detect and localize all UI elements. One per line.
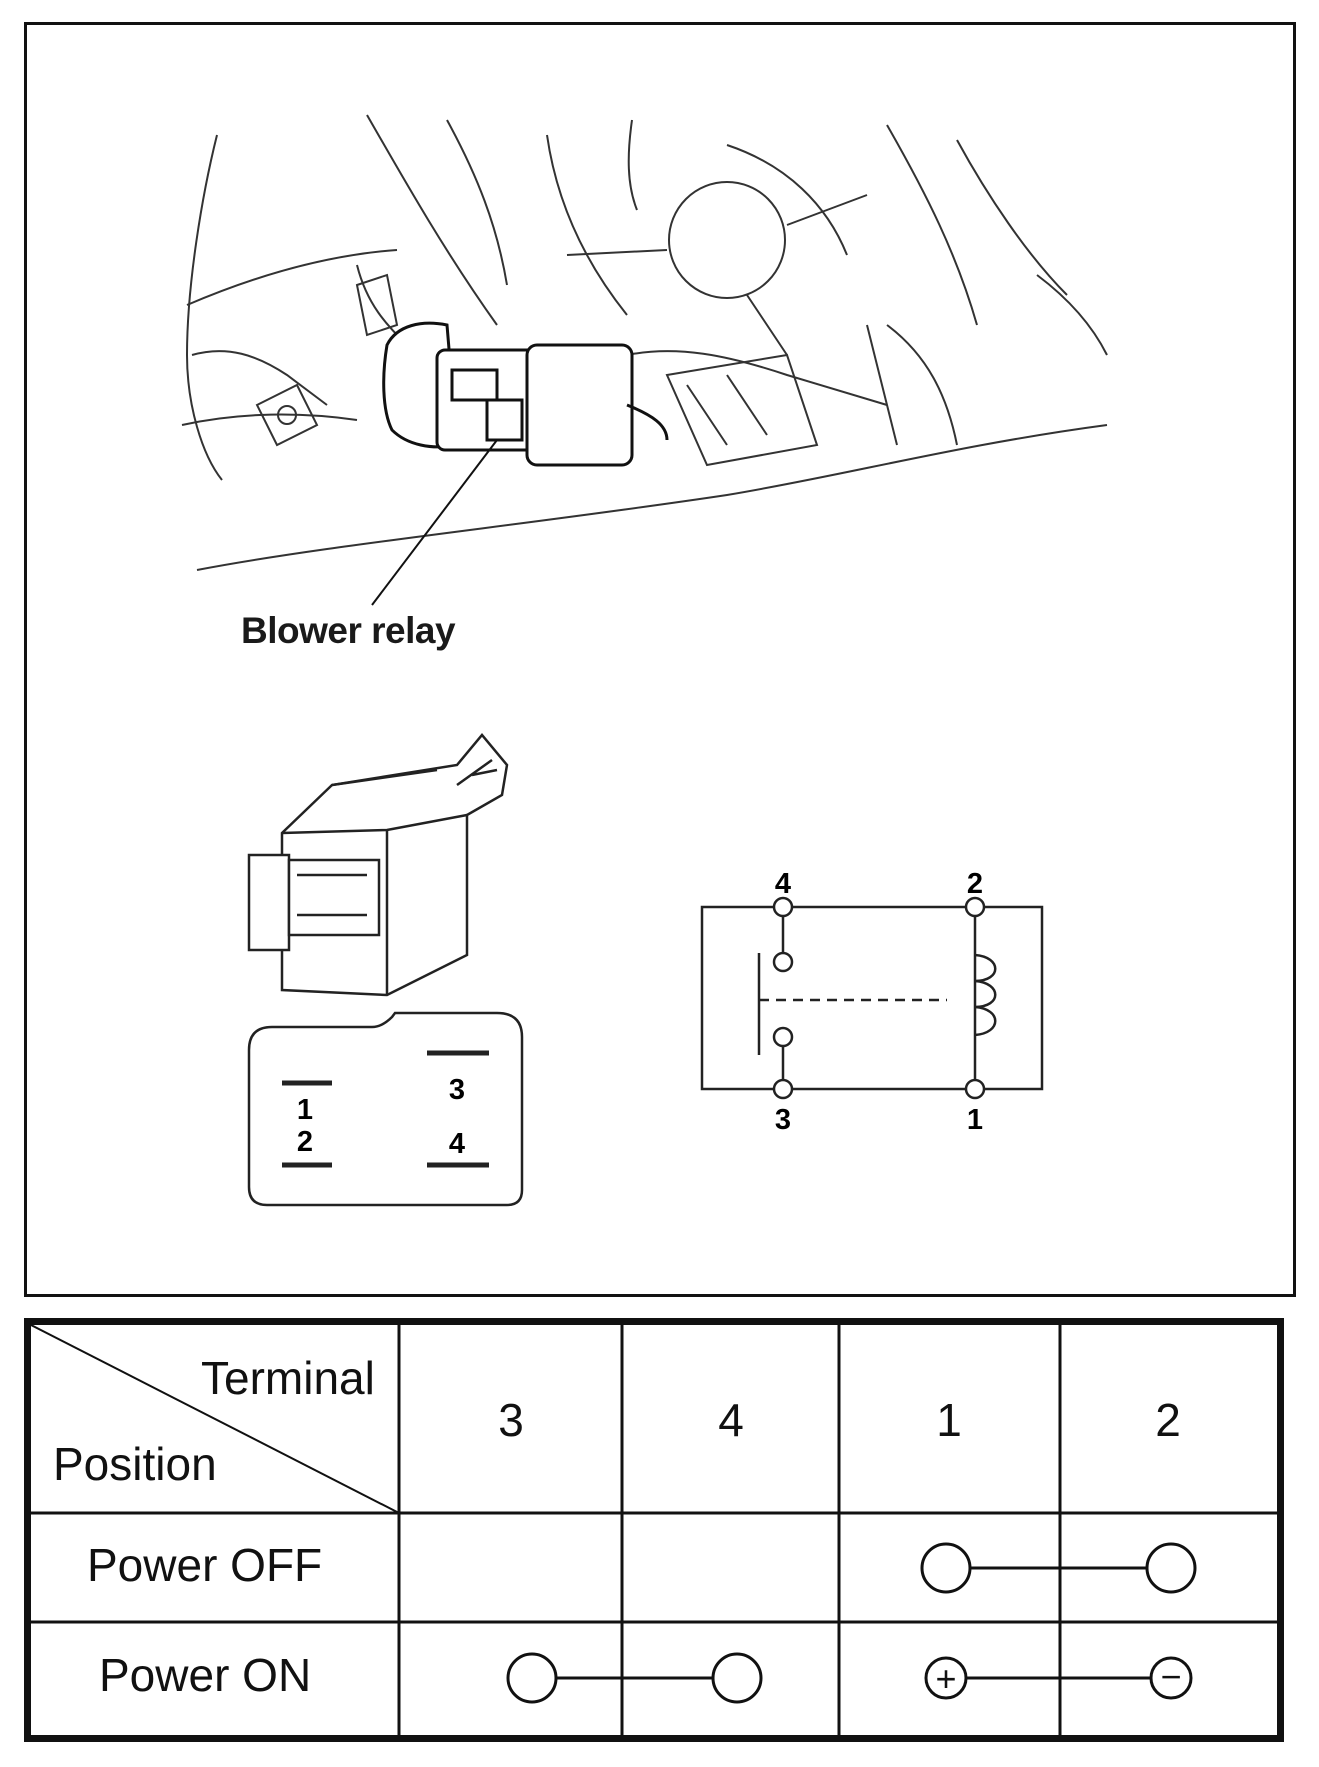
terminal-face: [247, 1011, 524, 1207]
schematic-terminal-3: 3: [775, 1104, 791, 1136]
face-terminal-2: 2: [297, 1126, 313, 1158]
minus-mark: −: [1160, 1656, 1181, 1697]
corner-header-position: Position: [53, 1438, 217, 1490]
corner-header-terminal: Terminal: [201, 1352, 375, 1404]
relay-connector-view: [247, 733, 509, 997]
relay-in-vehicle: [382, 321, 669, 467]
relay-schematic: [700, 896, 1044, 1100]
callout-leader-line: [371, 439, 498, 606]
column-header-3: 3: [498, 1394, 524, 1446]
column-header-2: 2: [1155, 1394, 1181, 1446]
table-grid: + −: [31, 1325, 1277, 1735]
on-terminal-1-node: [924, 1656, 968, 1700]
column-header-1: 1: [936, 1394, 962, 1446]
terminal-table: + − Terminal Position 3 4 1 2 Power OFF …: [24, 1318, 1284, 1742]
off-terminal-1-node: [920, 1542, 972, 1594]
row-label-power-on: Power ON: [99, 1649, 312, 1701]
on-terminal-2-node: [1149, 1656, 1193, 1700]
on-terminal-4-node: [711, 1652, 763, 1704]
blower-relay-callout: Blower relay: [241, 610, 456, 651]
off-terminal-2-node: [1145, 1542, 1197, 1594]
on-row-connection-1-2: [924, 1656, 1193, 1700]
on-terminal-3-node: [506, 1652, 558, 1704]
face-terminal-4: 4: [449, 1128, 465, 1160]
row-label-power-off: Power OFF: [87, 1539, 323, 1591]
schematic-terminal-4: 4: [775, 868, 791, 900]
relay-illustration: 1 2 3 4 4 2 3 1: [181, 114, 1108, 1207]
face-terminal-1: 1: [297, 1094, 313, 1126]
figure-panel: 1 2 3 4 4 2 3 1 Blower relay: [24, 22, 1296, 1297]
face-terminal-3: 3: [449, 1074, 465, 1106]
plus-mark: +: [935, 1658, 956, 1699]
off-row-connection: [920, 1542, 1197, 1594]
column-header-4: 4: [718, 1394, 744, 1446]
schematic-terminal-1: 1: [967, 1104, 983, 1136]
on-row-connection-3-4: [506, 1652, 763, 1704]
schematic-terminal-2: 2: [967, 868, 983, 900]
dashboard-sketch: [181, 114, 1108, 571]
